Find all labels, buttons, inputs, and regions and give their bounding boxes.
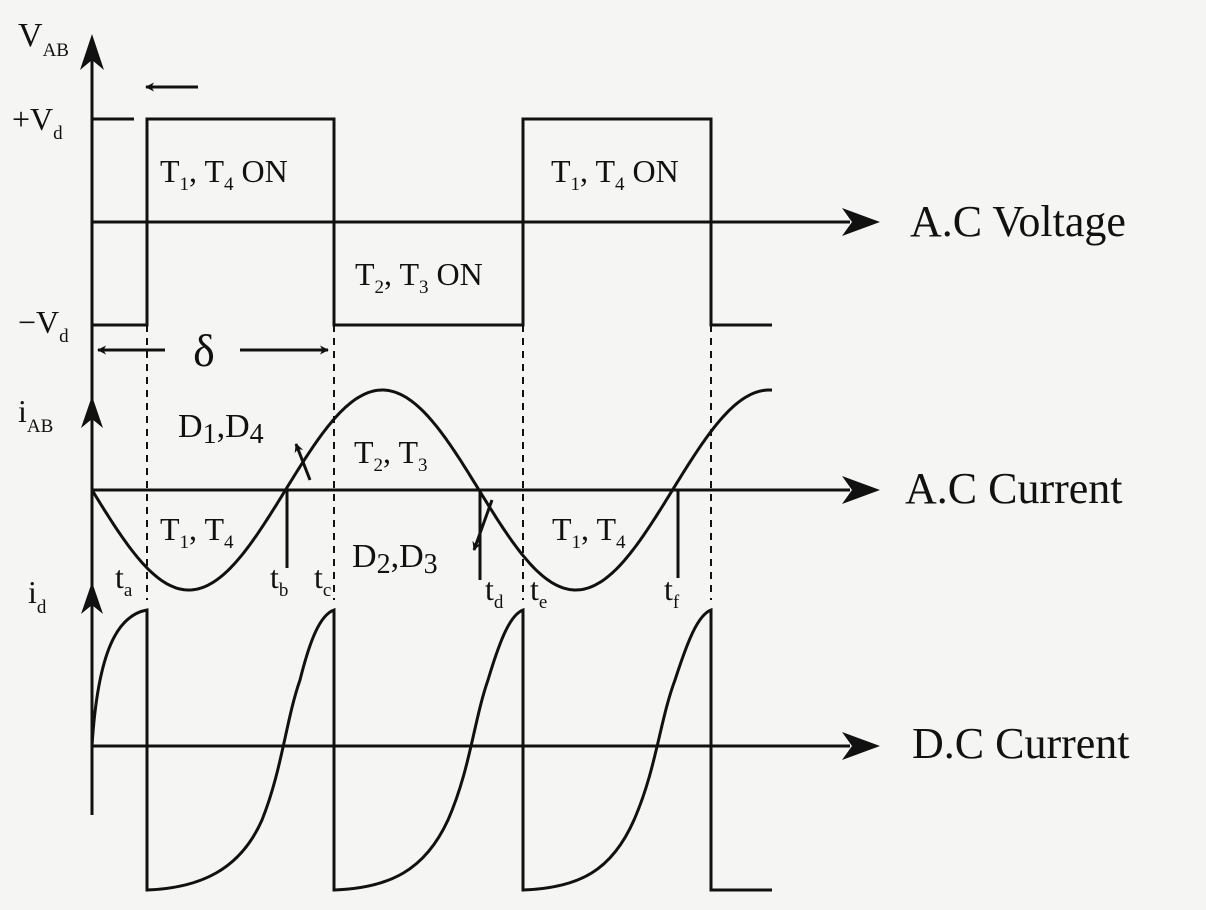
conduction-t1t4-first: T1, T4	[160, 511, 234, 553]
d1d4-transition-arrow	[294, 443, 312, 481]
vab-axis-label: VAB	[18, 17, 69, 61]
vab-axis-arrow-icon	[80, 34, 104, 70]
ac-current-title: A.C Current	[905, 464, 1123, 513]
id-axis-label: id	[28, 574, 47, 618]
ac-current-time-axis	[92, 476, 880, 504]
instant-td: td	[485, 571, 504, 613]
positive-level-label: +Vd	[12, 101, 63, 144]
time-marker-lines	[146, 325, 712, 600]
iab-axis-label: iAB	[18, 393, 53, 437]
ac-voltage-waveform	[92, 117, 772, 327]
instant-tb: tb	[270, 559, 288, 601]
dc-current-waveform	[90, 607, 772, 892]
state-t1t4-on-first: T1, T4 ON	[160, 153, 288, 195]
ac-current-axis-arrow-icon	[842, 476, 880, 504]
dc-current-title: D.C Current	[912, 719, 1130, 768]
ac-current-waveform	[90, 388, 773, 592]
instant-ta: ta	[115, 559, 133, 601]
conduction-t1t4-second: T1, T4	[552, 511, 626, 553]
dc-current-time-axis	[92, 732, 880, 760]
negative-level-label: −Vd	[18, 304, 69, 347]
conduction-d1d4: D1,D4	[178, 408, 264, 450]
instant-tf: tf	[664, 571, 680, 613]
voltage-time-axis	[92, 208, 880, 236]
voltage-axis-arrow-icon	[842, 208, 880, 236]
state-t2t3-on: T2, T3 ON	[355, 256, 483, 298]
delta-span: δ	[97, 325, 329, 376]
conduction-t2t3: T2, T3	[354, 434, 428, 476]
conduction-d2d3: D2,D3	[352, 538, 438, 580]
id-axis-arrow-icon	[81, 582, 103, 614]
d2d3-transition-arrow	[472, 499, 494, 551]
iab-axis-arrow-icon	[81, 396, 103, 428]
vertical-axis	[80, 34, 104, 815]
instant-tc: tc	[314, 559, 331, 601]
dc-current-axis-arrow-icon	[842, 732, 880, 760]
delta-symbol: δ	[193, 325, 215, 376]
ac-voltage-title: A.C Voltage	[910, 197, 1126, 246]
instant-te: te	[530, 571, 547, 613]
state-t1t4-on-second: T1, T4 ON	[551, 153, 679, 195]
